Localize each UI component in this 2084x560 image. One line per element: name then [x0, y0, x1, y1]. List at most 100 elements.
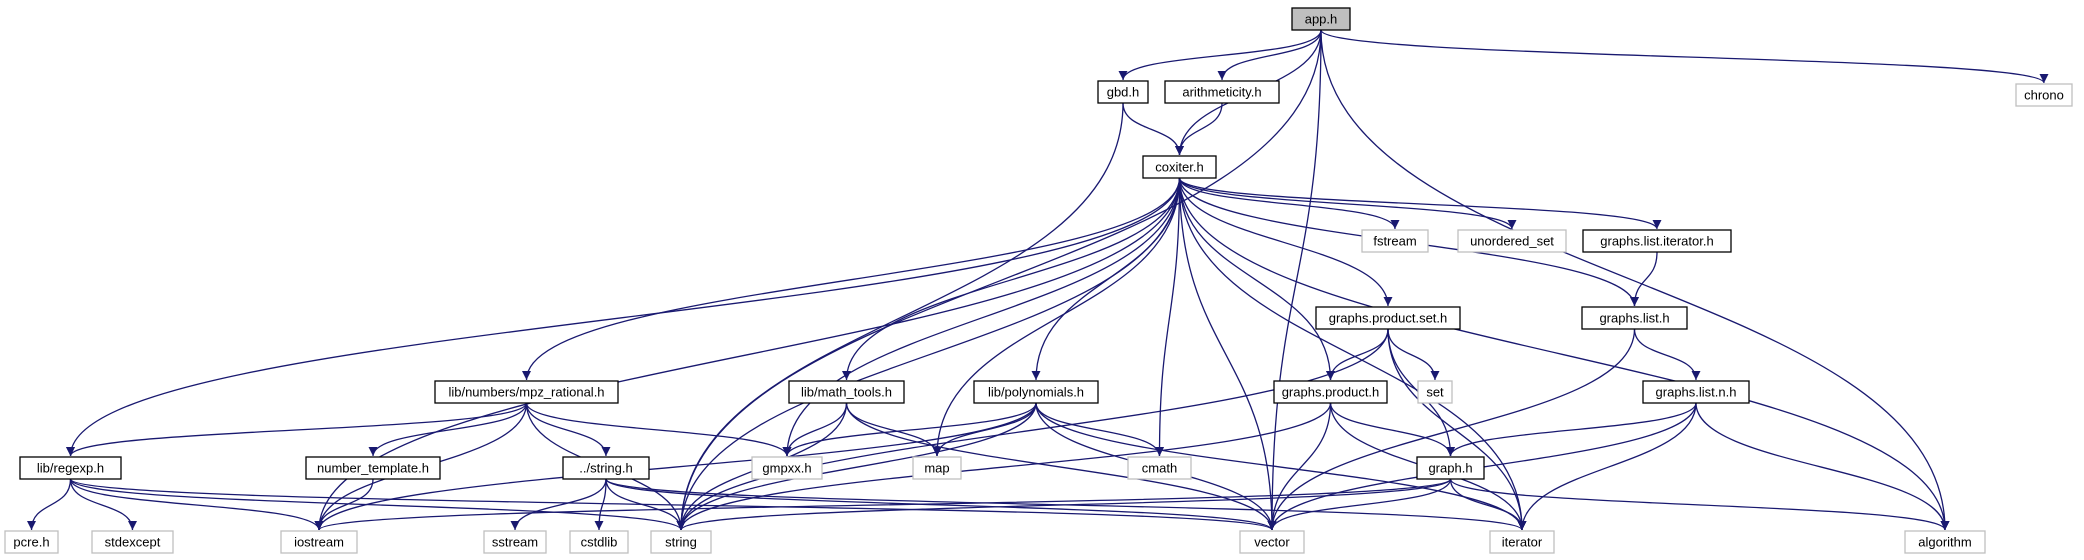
- node-box: [973, 380, 1099, 404]
- edge-regexp-to-string: [69, 478, 686, 531]
- edge-app-to-gbd: [1118, 29, 1322, 81]
- node-algorithm: algorithm: [1904, 530, 1986, 554]
- edge-gp-to-string: [676, 402, 1332, 531]
- edge-coxiter-to-gmpxx: [782, 177, 1181, 457]
- edge-regexp-to-vector: [69, 478, 1277, 531]
- node-box: [1142, 155, 1217, 179]
- edge-coxiter-to-regexp: [66, 177, 1181, 457]
- edge-mathtools-to-vector: [845, 402, 1277, 531]
- edge-gl-to-vector: [1267, 328, 1636, 531]
- node-label: graphs.product.set.h: [1329, 311, 1448, 326]
- edge-graph-to-iterator: [1449, 478, 1527, 531]
- node-label: lib/polynomials.h: [988, 385, 1084, 400]
- node-lib-numbers-mpz-rational-h[interactable]: lib/numbers/mpz_rational.h: [434, 380, 619, 404]
- edge-app-to-chrono: [1320, 29, 2049, 84]
- edge-regexp-to-iostream: [69, 478, 324, 531]
- node-graph-h[interactable]: graph.h: [1416, 456, 1485, 480]
- node-label: ../string.h: [579, 461, 632, 476]
- node-graphs-product-set-h[interactable]: graphs.product.set.h: [1315, 306, 1461, 330]
- edge-coxiter-to-mpz: [522, 177, 1181, 381]
- node-box: [1127, 456, 1192, 480]
- edge-gps-to-gp: [1326, 328, 1389, 381]
- node-box: [788, 380, 905, 404]
- node-label: graphs.list.iterator.h: [1600, 234, 1713, 249]
- node-box: [1904, 530, 1986, 554]
- node-cmath: cmath: [1127, 456, 1192, 480]
- node-label: app.h: [1305, 12, 1338, 27]
- node-label: gbd.h: [1107, 85, 1140, 100]
- node-box: [1457, 229, 1567, 253]
- node-sstream: sstream: [483, 530, 547, 554]
- edge-coxiter-to-gps: [1178, 177, 1393, 307]
- edge-poly-to-gmpxx: [782, 402, 1037, 457]
- edge-app-to-algorithm: [1320, 29, 1950, 531]
- node-label: pcre.h: [13, 535, 49, 550]
- node-label: graphs.product.h: [1282, 385, 1380, 400]
- node-label: cstdlib: [581, 535, 618, 550]
- node-box: [280, 530, 358, 554]
- node-fstream: fstream: [1361, 229, 1429, 253]
- node-label: iostream: [294, 535, 344, 550]
- node-number-template-h[interactable]: number_template.h: [305, 456, 441, 480]
- node-box: [19, 456, 122, 480]
- edge-graph-to-vector: [1267, 478, 1452, 531]
- edge-poly-to-cmath: [1035, 402, 1164, 457]
- node-map: map: [912, 456, 962, 480]
- node-label: cmath: [1142, 461, 1177, 476]
- edge-coxiter-to-gl_iter: [1178, 177, 1662, 230]
- node-box: [2015, 83, 2073, 107]
- node-box: [1642, 380, 1750, 404]
- node-app-h[interactable]: app.h: [1291, 7, 1351, 31]
- node-pcre-h: pcre.h: [4, 530, 59, 554]
- edge-coxiter-to-gp: [1178, 177, 1335, 381]
- node-box: [650, 530, 712, 554]
- node-lib-polynomials-h[interactable]: lib/polynomials.h: [973, 380, 1099, 404]
- edge-coxiter-to-unordered_set: [1178, 177, 1517, 230]
- node-coxiter-h[interactable]: coxiter.h: [1142, 155, 1217, 179]
- node-gbd-h[interactable]: gbd.h: [1097, 80, 1149, 104]
- node-graphs-product-h[interactable]: graphs.product.h: [1273, 380, 1388, 404]
- node-iostream: iostream: [280, 530, 358, 554]
- node-lib-math-tools-h[interactable]: lib/math_tools.h: [788, 380, 905, 404]
- edge-coxiter-to-fstream: [1178, 177, 1400, 230]
- node-box: [1417, 380, 1453, 404]
- edge-mpz-to-gmpxx: [525, 402, 792, 457]
- edge-regexp-to-stdexcept: [69, 478, 137, 531]
- node-graphs-list-iterator-h[interactable]: graphs.list.iterator.h: [1582, 229, 1732, 253]
- node-box: [751, 456, 823, 480]
- node-label: gmpxx.h: [762, 461, 811, 476]
- edge-mpz-to-regexp: [66, 402, 528, 457]
- edge-gp-to-graph: [1329, 402, 1455, 457]
- node-box: [1239, 530, 1305, 554]
- node-string-h[interactable]: ../string.h: [562, 456, 650, 480]
- node-box: [1097, 80, 1149, 104]
- node-box: [1416, 456, 1485, 480]
- edge-mpz-to-dstring: [525, 402, 611, 457]
- edge-coxiter-to-cmath: [1155, 177, 1181, 457]
- node-box: [483, 530, 547, 554]
- node-box: [1273, 380, 1388, 404]
- edge-coxiter-to-iostream: [314, 177, 1181, 531]
- node-graphs-list-h[interactable]: graphs.list.h: [1581, 306, 1688, 330]
- edge-gln-to-iterator: [1517, 402, 1697, 531]
- edge-coxiter-to-vector: [1178, 177, 1277, 531]
- node-iterator: iterator: [1489, 530, 1555, 554]
- edge-graph-to-algorithm: [1449, 478, 1950, 531]
- node-graphs-list-n-h[interactable]: graphs.list.n.h: [1642, 380, 1750, 404]
- edge-gbd-to-string: [676, 102, 1124, 531]
- node-gmpxx-h: gmpxx.h: [751, 456, 823, 480]
- node-label: lib/regexp.h: [37, 461, 104, 476]
- node-string: string: [650, 530, 712, 554]
- node-box: [1489, 530, 1555, 554]
- edge-regexp-to-pcre: [27, 478, 72, 531]
- node-box: [1581, 306, 1688, 330]
- edge-mathtools-to-map: [845, 402, 942, 457]
- node-arithmeticity-h[interactable]: arithmeticity.h: [1164, 80, 1280, 104]
- edge-arith-to-coxiter: [1175, 102, 1223, 156]
- node-lib-regexp-h[interactable]: lib/regexp.h: [19, 456, 122, 480]
- node-label: coxiter.h: [1155, 160, 1203, 175]
- node-box: [1361, 229, 1429, 253]
- edge-gln-to-graph: [1446, 402, 1697, 457]
